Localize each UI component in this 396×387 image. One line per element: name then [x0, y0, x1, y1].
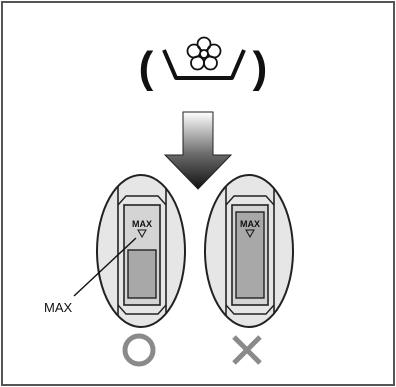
softener-symbol: ( ): [139, 36, 268, 92]
open-paren: (: [139, 43, 154, 92]
max-mark-label-incorrect: MAX: [240, 219, 260, 229]
max-triangle-incorrect: [245, 229, 255, 239]
max-triangle-correct: [137, 229, 147, 239]
close-paren: ): [253, 43, 268, 92]
callout-label: MAX: [44, 300, 73, 315]
panel-incorrect: MAX: [204, 174, 294, 328]
liquid-level-incorrect: [235, 211, 265, 299]
max-mark-label-correct: MAX: [132, 219, 152, 229]
cross-icon: [232, 335, 262, 365]
max-callout: MAX: [44, 237, 137, 315]
callout-leader-line: [73, 237, 137, 297]
panel-correct-outline: [96, 174, 186, 328]
liquid-level-correct: [127, 249, 157, 299]
panel-incorrect-outline: [204, 174, 294, 328]
circle-icon: [122, 333, 156, 367]
softener-flower-icon: [186, 36, 222, 71]
tray-outline: [162, 49, 246, 80]
down-arrow-icon: [163, 111, 233, 190]
panel-correct: MAX: [96, 174, 186, 328]
